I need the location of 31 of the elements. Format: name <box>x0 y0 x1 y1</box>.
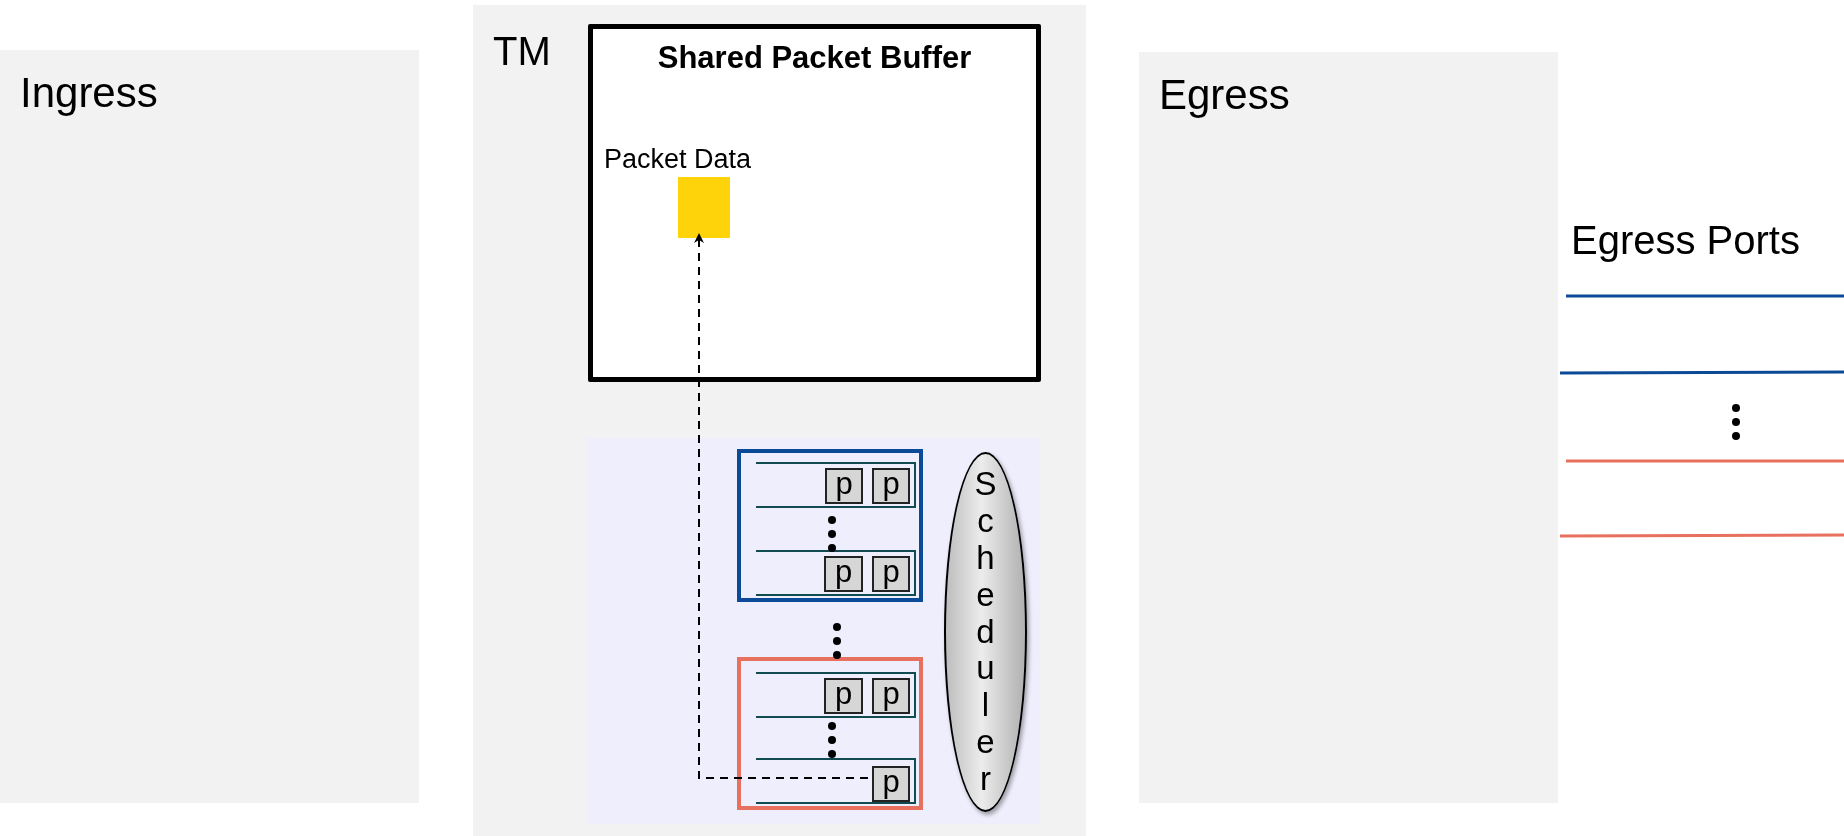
stage-label: TM <box>493 31 551 71</box>
packet-label: p <box>882 467 900 499</box>
packet-label: p <box>835 467 853 499</box>
stage-label: Egress <box>1159 74 1290 116</box>
queue-outline <box>756 672 916 718</box>
queue-outline <box>756 462 916 508</box>
dashed-arrow <box>694 232 869 779</box>
stage-label: Ingress <box>20 72 158 114</box>
packet-box <box>872 678 910 714</box>
buffer-title: Shared Packet Buffer <box>656 39 973 77</box>
queue-outline <box>756 550 916 596</box>
queue-group-box <box>737 657 923 810</box>
stage-panel <box>473 5 1086 836</box>
scheduler-label: Scheduler <box>974 465 997 799</box>
buffer-box <box>588 24 1041 382</box>
packet-box <box>872 766 910 802</box>
queue-outline <box>756 758 916 804</box>
ports-label: Egress Ports <box>1571 220 1800 260</box>
queue-group-box <box>737 449 923 602</box>
packet-label: p <box>882 765 900 797</box>
packet-box <box>825 468 863 504</box>
queue-area <box>588 438 1040 824</box>
packet-box <box>824 678 863 714</box>
packet-label: p <box>882 555 900 587</box>
packet-box <box>872 468 910 504</box>
packet-box <box>872 556 910 592</box>
packet-label: p <box>834 677 853 709</box>
packet-box <box>824 556 863 592</box>
packet-label: p <box>834 555 853 587</box>
data-label: Packet Data <box>604 146 752 173</box>
packet-label: p <box>882 677 900 709</box>
